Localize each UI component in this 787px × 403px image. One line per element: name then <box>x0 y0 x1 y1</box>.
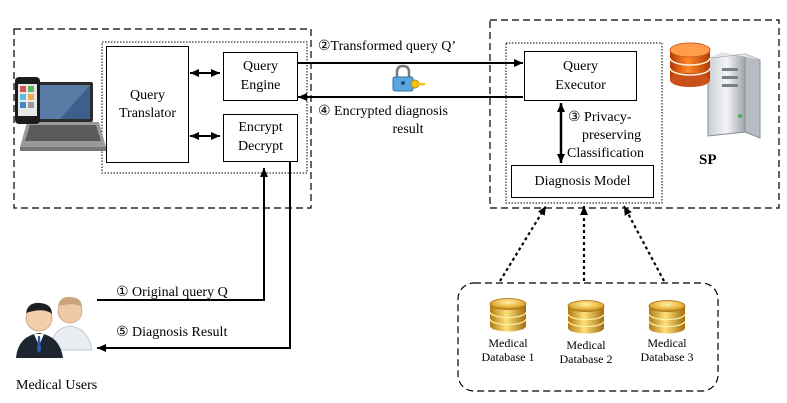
medical-users-label: Medical Users <box>16 378 98 393</box>
client-container <box>13 28 312 209</box>
database-icon <box>567 300 605 334</box>
edge-encrypted-result-label-2: result <box>392 122 424 137</box>
edge-privacy-label-2: preserving <box>582 128 642 143</box>
db1-to-sp-arrow <box>499 205 547 282</box>
query-translator-label-1: Query <box>130 88 165 103</box>
query-executor-label-2: Executor <box>555 78 606 93</box>
edge-privacy-label-3: Classification <box>567 146 644 161</box>
database-2-label-line2: Database 2 <box>559 352 613 366</box>
database-3-label-line1: Medical <box>647 336 687 350</box>
users-icon <box>16 296 93 358</box>
sp-container <box>489 19 780 209</box>
databases-container <box>457 282 719 392</box>
device-icon <box>15 77 106 151</box>
sp-label: SP <box>699 152 717 168</box>
query-executor-label-1: Query <box>563 59 598 74</box>
encrypt-decrypt-label-1: Encrypt <box>238 120 283 135</box>
edge-encrypted-result-label-1: ④ Encrypted diagnosis <box>318 104 448 119</box>
edge-diagnosis-result <box>97 160 291 352</box>
database-3-label: Medical Database 3 <box>627 336 707 364</box>
edge-original-query-label: ① Original query Q <box>116 285 228 300</box>
query-translator-label-2: Translator <box>118 106 177 121</box>
server-icon <box>669 42 761 139</box>
sp-module-container <box>505 42 663 204</box>
diagnosis-model-label: Diagnosis Model <box>534 174 631 189</box>
query-engine-label-2: Engine <box>240 78 281 93</box>
encrypt-decrypt-box <box>223 114 298 162</box>
database-icon <box>648 300 686 334</box>
diagnosis-model-box <box>511 165 654 198</box>
database-3-label-line2: Database 3 <box>640 350 694 364</box>
lock-key-icon <box>392 64 425 92</box>
db3-to-sp-arrow <box>623 205 665 282</box>
database-1-label: Medical Database 1 <box>468 336 548 364</box>
edge-diagnosis-result-label: ⑤ Diagnosis Result <box>116 325 228 340</box>
query-executor-box <box>524 51 637 101</box>
database-2-label: Medical Database 2 <box>546 338 626 366</box>
database-1-label-line2: Database 1 <box>481 350 535 364</box>
database-1-label-line1: Medical <box>488 336 528 350</box>
client-module-container <box>101 41 308 174</box>
encrypt-decrypt-label-2: Decrypt <box>237 139 284 154</box>
edge-privacy-label-1: ③ Privacy- <box>568 110 632 125</box>
query-translator-box <box>106 46 189 163</box>
database-2-label-line1: Medical <box>566 338 606 352</box>
edge-transformed-query-label: ②Transformed query Q’ <box>318 39 457 54</box>
query-engine-box <box>223 52 298 101</box>
query-engine-label-1: Query <box>243 59 278 74</box>
edge-original-query <box>97 168 268 301</box>
database-icon <box>489 298 527 332</box>
